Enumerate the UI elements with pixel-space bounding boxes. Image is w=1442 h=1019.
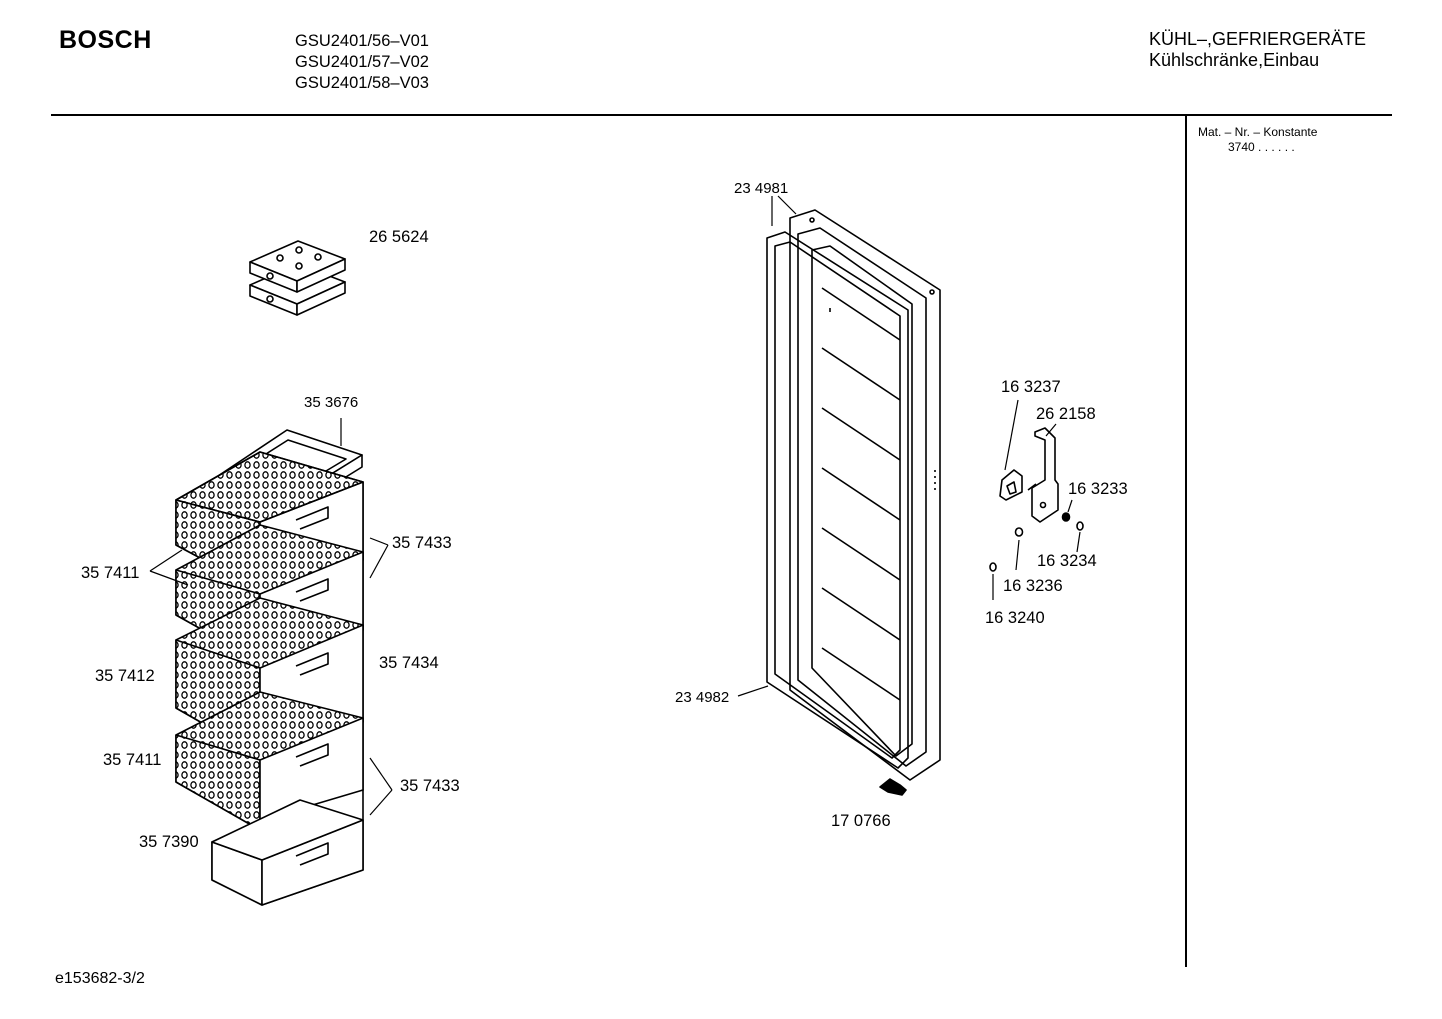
- model-number: GSU2401/58–V03: [295, 74, 429, 92]
- brand-logo: BOSCH: [59, 26, 152, 54]
- part-label: 23 4982: [675, 689, 730, 706]
- material-dots: . . . . . .: [1258, 140, 1295, 154]
- material-constant-label: Mat. – Nr. – Konstante: [1198, 125, 1318, 139]
- part-label: 16 3240: [985, 609, 1045, 627]
- hinge-assembly-drawing: [989, 427, 1084, 572]
- model-list: GSU2401/56–V01 GSU2401/57–V02 GSU2401/58…: [295, 31, 429, 94]
- part-label: 35 7433: [392, 534, 452, 552]
- side-divider: [1185, 116, 1187, 967]
- part-label: 16 3234: [1037, 552, 1097, 570]
- part-label: 26 5624: [369, 228, 429, 246]
- part-label: 35 7411: [81, 564, 140, 582]
- leader-lines: [149, 195, 1081, 816]
- freezer-drawer-4: [175, 691, 364, 831]
- part-label: 35 7434: [379, 654, 439, 672]
- part-label: 35 7411: [103, 751, 162, 769]
- drawing-id: e153682-3/2: [55, 970, 145, 987]
- part-label: 23 4981: [734, 180, 789, 197]
- part-label: 35 7412: [95, 667, 155, 685]
- part-label: 35 7390: [139, 833, 199, 851]
- part-label: 16 3237: [1001, 378, 1061, 396]
- header-rule: [51, 114, 1392, 116]
- cold-pack-drawing: [249, 240, 346, 316]
- category-block: KÜHL–,GEFRIERGERÄTE Kühlschränke,Einbau: [1149, 29, 1366, 71]
- part-label: 16 3236: [1003, 577, 1063, 595]
- category-title: KÜHL–,GEFRIERGERÄTE: [1149, 29, 1367, 49]
- material-constant-value: 3740 . . . . . .: [1198, 140, 1317, 155]
- freezer-drawer-bottom: [211, 789, 364, 906]
- model-number: GSU2401/56–V01: [295, 32, 429, 50]
- model-number: GSU2401/57–V02: [295, 53, 429, 71]
- category-subtitle: Kühlschränke,Einbau: [1149, 50, 1320, 70]
- part-label: 35 3676: [304, 394, 359, 411]
- door-gasket-drawing: [766, 231, 909, 769]
- part-label: 17 0766: [831, 812, 891, 830]
- part-label: 26 2158: [1036, 405, 1096, 423]
- part-label: 16 3233: [1068, 480, 1128, 498]
- door-clip-drawing: [879, 778, 907, 796]
- material-number: 3740: [1228, 140, 1255, 154]
- material-constant-block: Mat. – Nr. – Konstante 3740 . . . . . .: [1198, 125, 1317, 155]
- door-panel-drawing: [789, 209, 941, 781]
- part-label: 35 7433: [400, 777, 460, 795]
